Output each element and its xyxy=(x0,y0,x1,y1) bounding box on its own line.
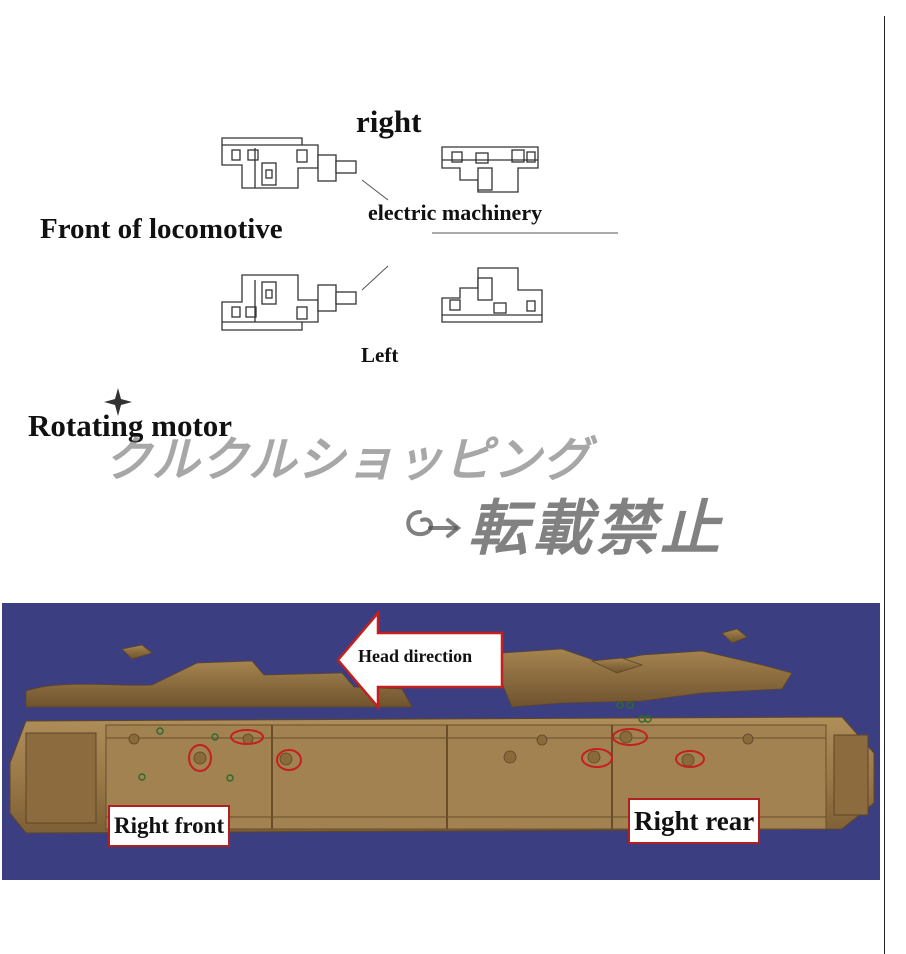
bracket-top-right xyxy=(441,146,539,193)
bracket-drawing xyxy=(104,137,618,538)
bracket-top-left xyxy=(221,137,319,189)
watermark-shop-name: クルクルショッピング xyxy=(104,432,592,488)
label-electric-machinery: electric machinery xyxy=(368,200,543,225)
leader-line-top xyxy=(361,179,389,201)
frame-bosses xyxy=(128,730,754,767)
bracket-bottom-left xyxy=(221,274,319,331)
motor-shaft-bottom xyxy=(317,284,357,312)
head-direction-arrow xyxy=(336,609,504,711)
bracket-bottom-right xyxy=(441,267,543,323)
edge-rule xyxy=(884,16,885,954)
label-right: right xyxy=(356,104,422,139)
label-rotating-motor: Rotating motor xyxy=(28,408,233,443)
label-right-front: Right front xyxy=(108,805,231,847)
label-left: Left xyxy=(361,343,399,367)
upper-equipment xyxy=(25,628,793,708)
label-right-rear: Right rear xyxy=(628,798,761,844)
green-markers xyxy=(138,701,652,782)
label-head-direction: Head direction xyxy=(358,646,473,666)
watermark-reprint-prohibited: 転載禁止 xyxy=(468,494,724,564)
highlight-marks xyxy=(188,728,705,772)
swirl-arrow-icon xyxy=(406,510,462,538)
motor-shaft-top xyxy=(317,154,357,182)
sparkle-icon xyxy=(104,388,132,416)
label-front-of-locomotive: Front of locomotive xyxy=(40,213,283,245)
leader-line-bottom xyxy=(361,265,389,291)
